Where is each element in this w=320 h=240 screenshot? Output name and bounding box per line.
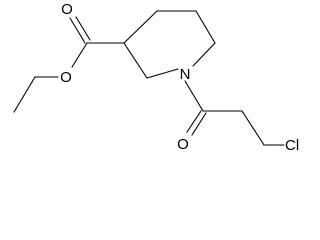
bond-ethyl-methyl bbox=[13, 76, 36, 113]
bond-n-amide-carbon bbox=[184, 80, 204, 112]
bond-ester-carbonyl-b bbox=[75, 16, 91, 41]
bond-ester-carbon-ether-o bbox=[71, 42, 88, 68]
ring-nitrogen-label: N bbox=[180, 66, 191, 83]
bond-ring-c5-c6 bbox=[195, 10, 216, 44]
amide-oxygen-label: O bbox=[177, 136, 189, 153]
bond-ring-c3-c4 bbox=[123, 10, 158, 44]
chlorine-label: Cl bbox=[285, 137, 299, 154]
bond-ch2-ch2 bbox=[241, 110, 265, 146]
bond-ester-carbonyl-a bbox=[69, 17, 86, 44]
bond-amide-carbonyl-a bbox=[186, 110, 202, 133]
ether-oxygen-label: O bbox=[60, 69, 72, 86]
molecule-diagram: O O N O Cl bbox=[13, 1, 299, 154]
bond-ring-c2-c3 bbox=[123, 42, 148, 79]
bond-ring-c6-n bbox=[192, 42, 216, 67]
structure-canvas: O O N O Cl bbox=[13, 1, 299, 154]
bond-amide-carbonyl-b bbox=[191, 112, 207, 136]
bond-ring-n-c2 bbox=[146, 68, 179, 79]
ester-carbonyl-oxygen-label: O bbox=[61, 1, 73, 18]
